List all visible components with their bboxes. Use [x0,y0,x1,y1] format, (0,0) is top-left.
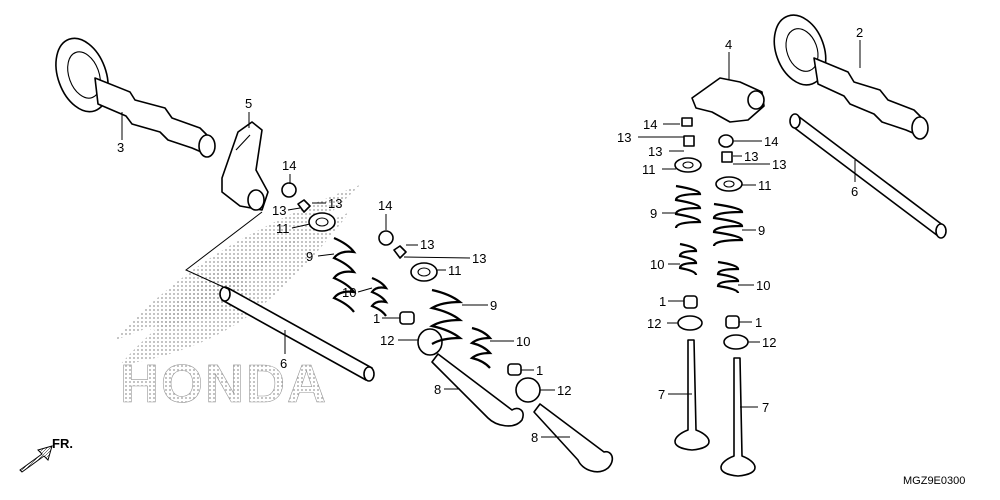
callout-12: 12 [762,335,776,350]
callout-11: 11 [276,221,290,236]
callout-1: 1 [536,363,543,378]
logo-text: HONDA [120,354,328,414]
rocker-arm-left [221,121,269,211]
callout-4: 4 [725,37,732,52]
direction-label: FR. [52,436,73,451]
callout-6: 6 [851,184,858,199]
callout-13: 13 [648,144,662,159]
callout-10: 10 [342,285,356,300]
figure-code: MGZ9E0300 [903,475,965,487]
camshaft-left [55,37,216,158]
callout-11: 11 [642,162,656,177]
callout-13: 13 [272,203,286,218]
callout-5: 5 [245,96,252,111]
valve-train-center [378,230,614,473]
callout-12: 12 [380,333,394,348]
callout-8: 8 [434,382,441,397]
valve-train-right-b [712,134,756,477]
callout-14: 14 [282,158,296,173]
rocker-shaft-left [219,286,375,382]
callout-13: 13 [328,196,342,211]
callout-1: 1 [659,294,666,309]
callout-14: 14 [764,134,778,149]
front-direction-arrow: FR. [19,436,73,473]
callout-13: 13 [420,237,434,252]
callout-14: 14 [378,198,392,213]
callout-7: 7 [762,400,769,415]
callout-13: 13 [744,149,758,164]
callouts: 3 5 14 13 13 11 9 10 1 12 6 14 13 13 11 … [117,25,863,445]
callout-9: 9 [490,298,497,313]
callout-1: 1 [755,315,762,330]
valve-train-right-a [674,117,710,451]
callout-12: 12 [557,383,571,398]
callout-11: 11 [758,178,772,193]
callout-13: 13 [472,251,486,266]
honda-wing-logo: HONDA [115,185,360,414]
callout-13: 13 [772,157,786,172]
callout-13: 13 [617,130,631,145]
callout-10: 10 [650,257,664,272]
callout-9: 9 [650,206,657,221]
callout-1: 1 [373,311,380,326]
callout-6: 6 [280,356,287,371]
valve-train-left-a [281,182,524,427]
callout-9: 9 [758,223,765,238]
callout-14: 14 [643,117,657,132]
rocker-shaft-right [789,113,947,239]
rocker-arm-right [691,77,765,123]
callout-8: 8 [531,430,538,445]
callout-12: 12 [647,316,661,331]
callout-2: 2 [856,25,863,40]
camshaft-right [773,14,929,140]
callout-11: 11 [448,263,462,278]
callout-9: 9 [306,249,313,264]
callout-10: 10 [516,334,530,349]
callout-3: 3 [117,140,124,155]
callout-7: 7 [658,387,665,402]
callout-10: 10 [756,278,770,293]
